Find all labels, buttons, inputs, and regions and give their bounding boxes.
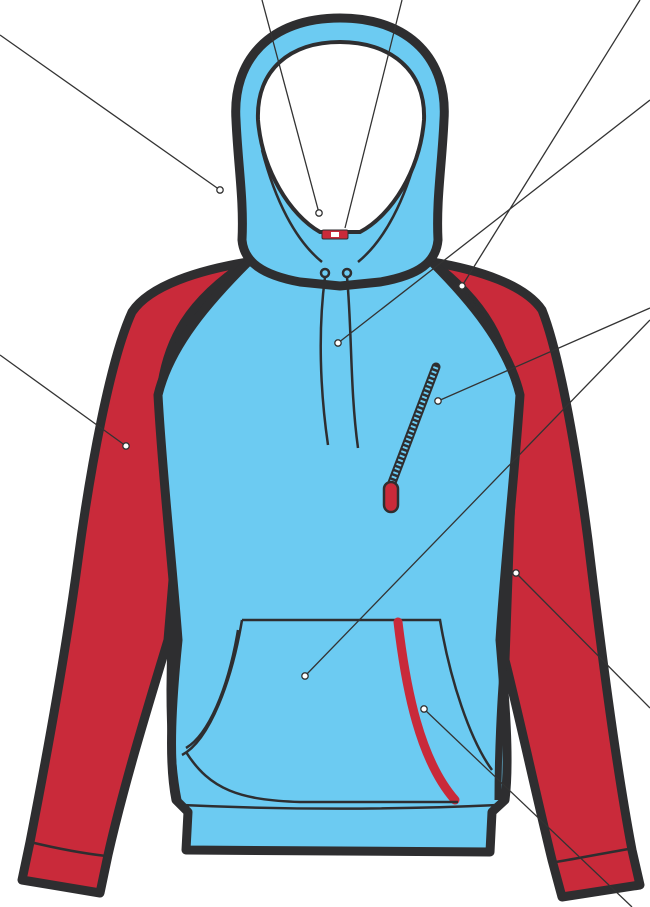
right-eyelet	[343, 269, 351, 277]
dot-chest-zipper	[435, 398, 441, 404]
leader-hood	[0, 35, 220, 190]
leader-raglan-seam	[462, 0, 640, 286]
neck-label-mark	[331, 232, 339, 237]
chest-zipper-pull	[384, 482, 398, 512]
dot-hood-lining	[316, 210, 322, 216]
left-eyelet	[321, 269, 329, 277]
hoodie-body	[158, 262, 520, 852]
dot-right-sleeve	[513, 570, 519, 576]
dot-hood	[217, 187, 223, 193]
dot-left-sleeve	[123, 443, 129, 449]
dot-pocket-stripe	[421, 706, 427, 712]
dot-raglan-seam	[459, 283, 465, 289]
dot-drawcord	[335, 340, 341, 346]
dot-kangaroo-pocket	[302, 673, 308, 679]
